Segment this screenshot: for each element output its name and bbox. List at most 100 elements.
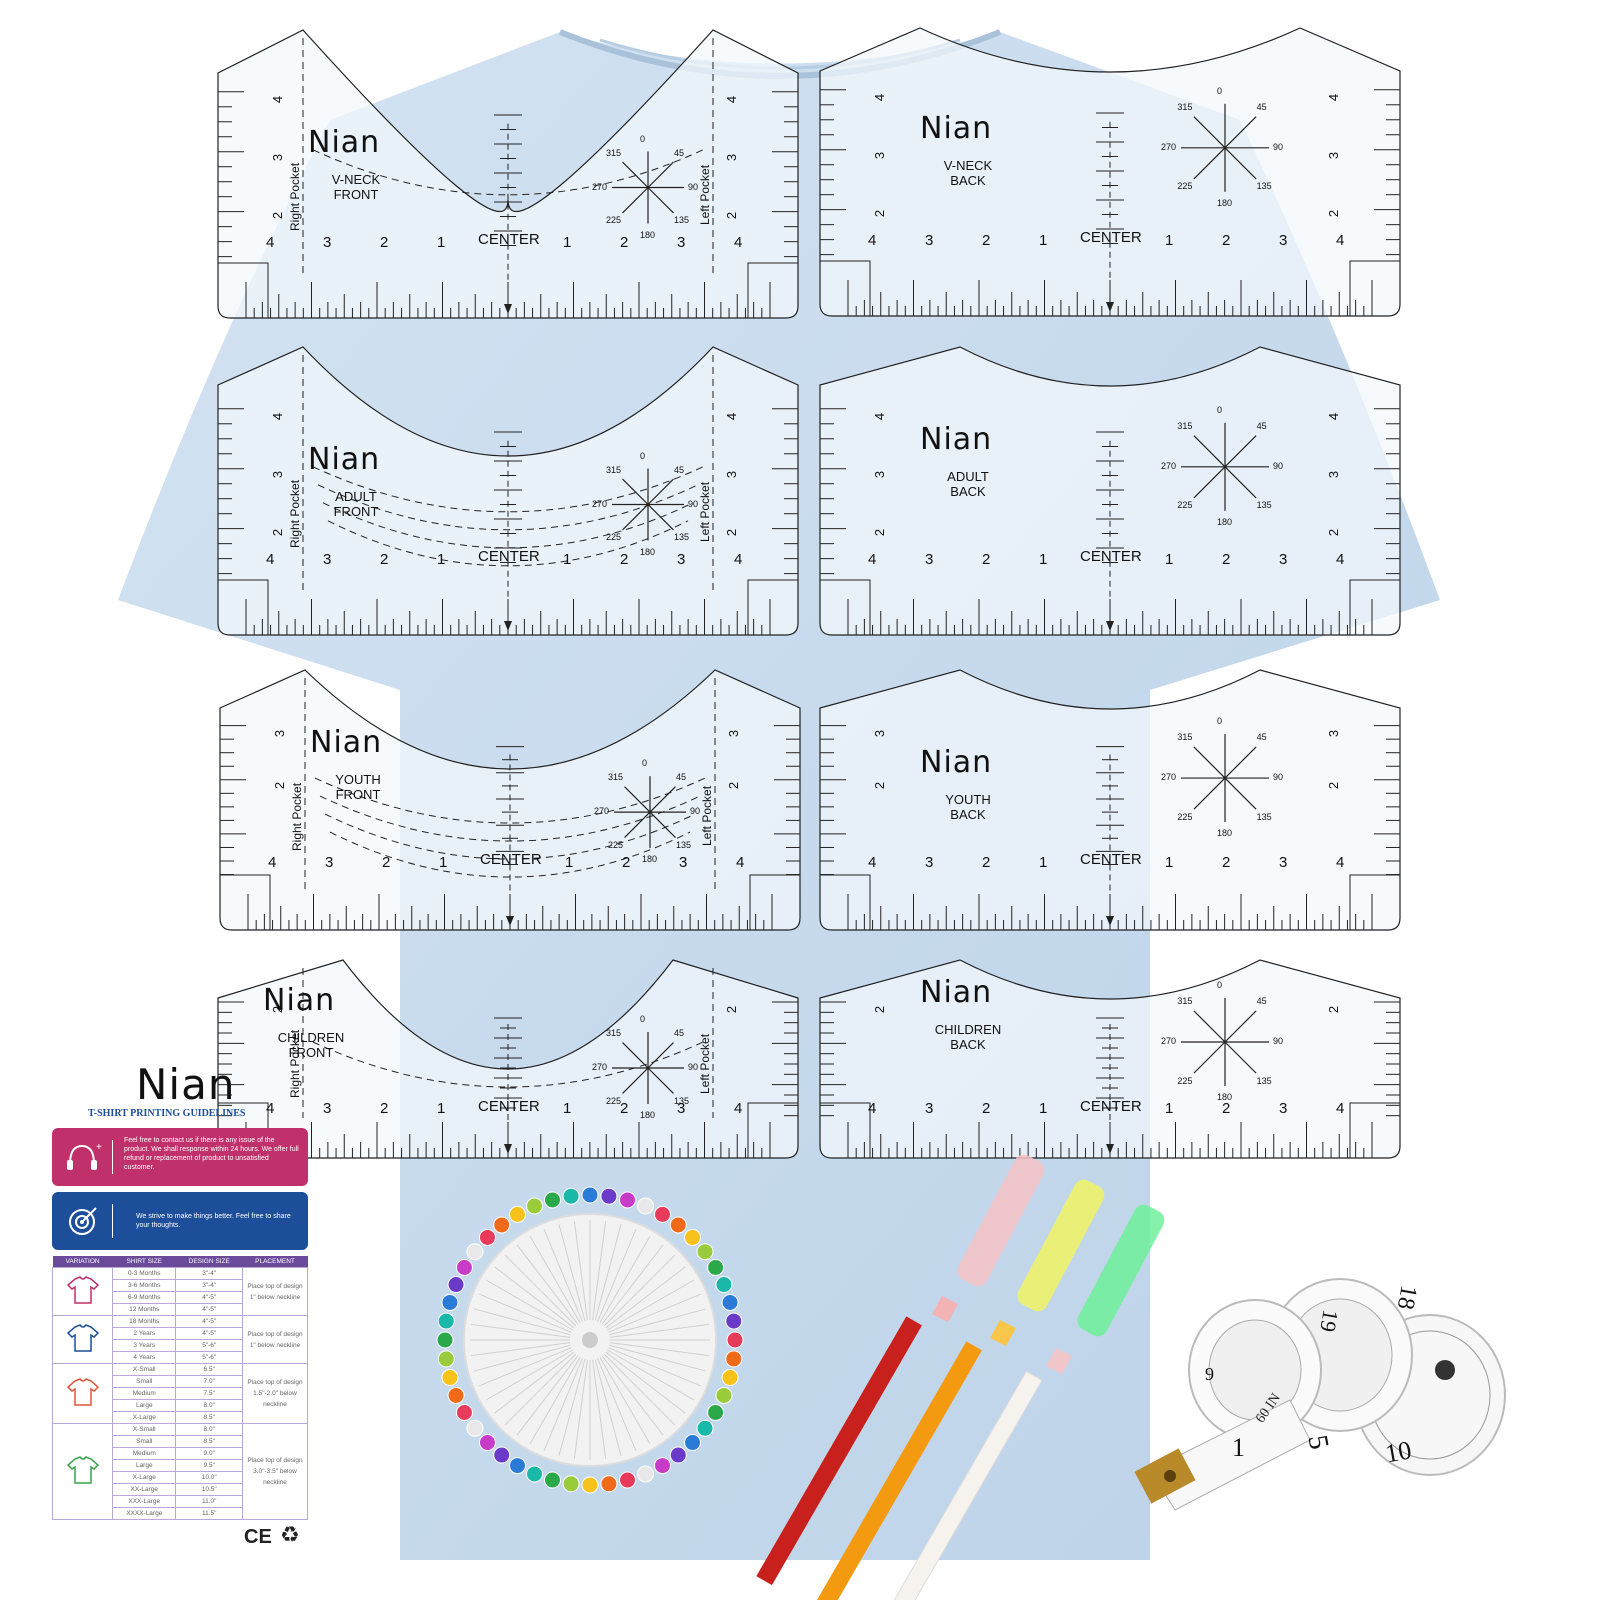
contact-text: Feel free to contact us if there is any … — [124, 1137, 299, 1171]
pin-shaft — [478, 1293, 572, 1333]
table-cell: 4"-5" — [175, 1315, 243, 1328]
table-cell: 6-9 Months — [112, 1291, 177, 1304]
pin-head — [543, 1191, 561, 1209]
pin-shaft — [473, 1308, 571, 1336]
pin-shaft — [594, 1359, 622, 1457]
scale-number: 3 — [1279, 854, 1288, 872]
scale-number: 1 — [1165, 1100, 1174, 1117]
pin-head — [726, 1331, 744, 1349]
tape-label: 5 — [1302, 1433, 1335, 1452]
compass-degree-label: 225 — [1177, 500, 1193, 511]
compass-degree-label: 135 — [675, 840, 691, 851]
pin-shaft — [573, 1220, 588, 1321]
pin-shaft — [597, 1358, 637, 1452]
pin-shaft — [494, 1266, 575, 1329]
table-cell: Small — [112, 1375, 177, 1388]
compass-rose — [1181, 103, 1269, 192]
corner-mark — [820, 579, 871, 635]
pin-head — [436, 1331, 454, 1349]
table-cell: 9.0" — [175, 1447, 243, 1460]
table-cell: X-Large — [112, 1411, 177, 1424]
table-header: VARIATION — [52, 1256, 113, 1268]
scale-number: 3 — [925, 550, 934, 568]
guidelines-card: Nian T-SHIRT PRINTING GUIDELINES + Feel … — [51, 1064, 308, 1548]
compass-degree-label: 180 — [1217, 1092, 1233, 1102]
pin-shaft — [558, 1223, 586, 1321]
compass-degree-label: 180 — [640, 229, 656, 240]
scale-number: 1 — [437, 550, 446, 568]
compass-degree-label: 45 — [1256, 996, 1267, 1007]
compass-degree-label: 270 — [592, 1062, 608, 1072]
table-cell: 3"-4" — [175, 1267, 243, 1280]
pin-head — [707, 1404, 725, 1421]
pin-shaft — [485, 1349, 573, 1401]
pin-head — [696, 1243, 714, 1261]
scale-number: 3 — [323, 550, 332, 568]
pin-head — [441, 1293, 459, 1311]
scale-number: 4 — [1336, 854, 1345, 872]
table-cell: 10.5" — [175, 1483, 243, 1496]
corner-mark — [820, 1102, 871, 1158]
scale-number: 1 — [1039, 550, 1048, 568]
scale-number: 4 — [1336, 550, 1345, 568]
ruler-title-line: ADULT — [947, 469, 989, 484]
pin-head — [715, 1276, 733, 1294]
scale-number: 3 — [925, 854, 934, 872]
scale-number: 1 — [437, 233, 446, 251]
compass-rose — [1181, 998, 1269, 1086]
table-cell: 5"-6" — [175, 1351, 243, 1364]
scale-number: 1 — [1039, 1100, 1048, 1117]
pin-shaft — [470, 1342, 571, 1357]
center-arrow — [1106, 621, 1114, 631]
pin-head — [478, 1228, 496, 1246]
center-label: CENTER — [480, 851, 542, 869]
table-cell: 6.5" — [175, 1363, 243, 1376]
corner-mark — [747, 262, 798, 318]
table-cell: X-Large — [112, 1471, 177, 1484]
table-header: DESIGN SIZE — [175, 1256, 243, 1268]
table-cell: 8.0" — [175, 1423, 243, 1436]
pin-head — [509, 1205, 526, 1223]
compass-degree-label: 135 — [1256, 1075, 1272, 1086]
compass-rose — [1181, 422, 1269, 511]
compass-degree-label: 315 — [1177, 996, 1193, 1007]
scale-number: 1 — [1165, 854, 1174, 872]
pin-head — [619, 1191, 637, 1209]
ruler-title-line: BACK — [950, 173, 986, 188]
center-label: CENTER — [1080, 851, 1142, 869]
pin-head — [725, 1350, 743, 1368]
ruler-title-line: FRONT — [333, 504, 379, 519]
corner-mark — [747, 1102, 798, 1158]
pin-shaft — [592, 1359, 607, 1460]
compass-degree-label: 90 — [1273, 1036, 1284, 1046]
table-cell: Medium — [112, 1447, 177, 1460]
scale-number: 3 — [325, 854, 334, 872]
scale-number: 3 — [925, 231, 934, 249]
corner-mark — [220, 874, 271, 930]
scale-number: 3 — [677, 550, 686, 568]
neck-guide — [324, 813, 696, 860]
table-cell: 4"-5" — [175, 1291, 243, 1304]
pen-caps — [957, 1154, 1165, 1337]
table-cell: 5"-6" — [175, 1339, 243, 1352]
scale-number: 1 — [437, 1100, 446, 1117]
scale-number: 2 — [380, 1100, 389, 1117]
pin-head — [581, 1476, 599, 1494]
center-arrow — [504, 1144, 512, 1154]
pin-head — [669, 1216, 687, 1234]
scale-number: 2 — [382, 854, 391, 872]
ruler-brand-logo: Nian — [920, 975, 993, 1010]
